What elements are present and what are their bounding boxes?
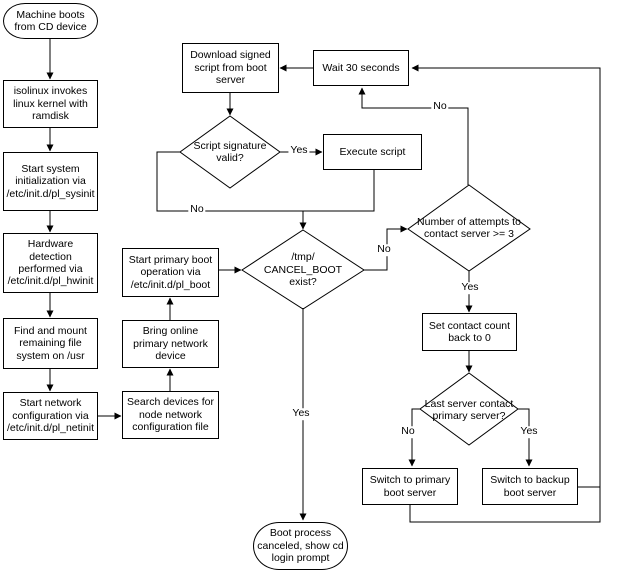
connector-attempts-no-to-wait (358, 87, 469, 185)
node-pl-boot: Start primary boot operation via /etc/in… (122, 248, 219, 297)
connector-lastserver-no-to-primary (408, 408, 420, 467)
node-bring-online: Bring online primary network device (122, 320, 219, 368)
node-hwinit: Hardware detection performed via /etc/in… (3, 233, 98, 293)
connector-sigvalid-no-and-execute-merge (156, 151, 375, 212)
edge-label-last-server-no: No (399, 425, 417, 438)
decision-last-server-shape (419, 372, 519, 446)
connector-lastserver-yes-to-backup (518, 408, 533, 467)
edge-label-attempts-yes: Yes (459, 281, 481, 294)
node-boot-canceled: Boot process canceled, show cd login pro… (253, 522, 348, 570)
node-execute-script: Execute script (323, 134, 422, 170)
decision-last-server-label: Last server contact primary server? (424, 397, 514, 422)
connector-switch-to-wait (409, 64, 601, 523)
edge-label-signature-yes: Yes (288, 144, 310, 157)
edge-label-cancel-no: No (375, 243, 393, 256)
decision-script-signature-label: Script signature valid? (193, 139, 267, 164)
node-wait-30-seconds: Wait 30 seconds (313, 50, 409, 86)
edge-label-attempts-no: No (431, 100, 449, 113)
node-switch-primary: Switch to primary boot server (362, 468, 458, 505)
edge-label-last-server-yes: Yes (518, 425, 540, 438)
decision-attempts-label: Number of attempts to contact server >= … (417, 215, 521, 240)
decision-cancel-boot-label: /tmp/ CANCEL_BOOT exist? (263, 251, 343, 289)
node-isolinux: isolinux invokes linux kernel with ramdi… (3, 80, 98, 128)
node-sysinit: Start system initialization via /etc/ini… (3, 152, 98, 211)
node-download-script: Download signed script from boot server (182, 43, 279, 93)
node-machine-boots: Machine boots from CD device (3, 3, 98, 39)
node-search-devices: Search devices for node network configur… (122, 391, 219, 439)
node-set-contact-count: Set contact count back to 0 (422, 313, 517, 351)
node-findmount: Find and mount remaining file system on … (3, 318, 98, 369)
node-switch-backup: Switch to backup boot server (482, 468, 578, 505)
edge-label-signature-no: No (188, 203, 206, 216)
decision-script-signature-shape (179, 115, 281, 189)
edge-label-cancel-yes: Yes (290, 407, 312, 420)
node-netinit: Start network configuration via /etc/ini… (3, 392, 98, 440)
